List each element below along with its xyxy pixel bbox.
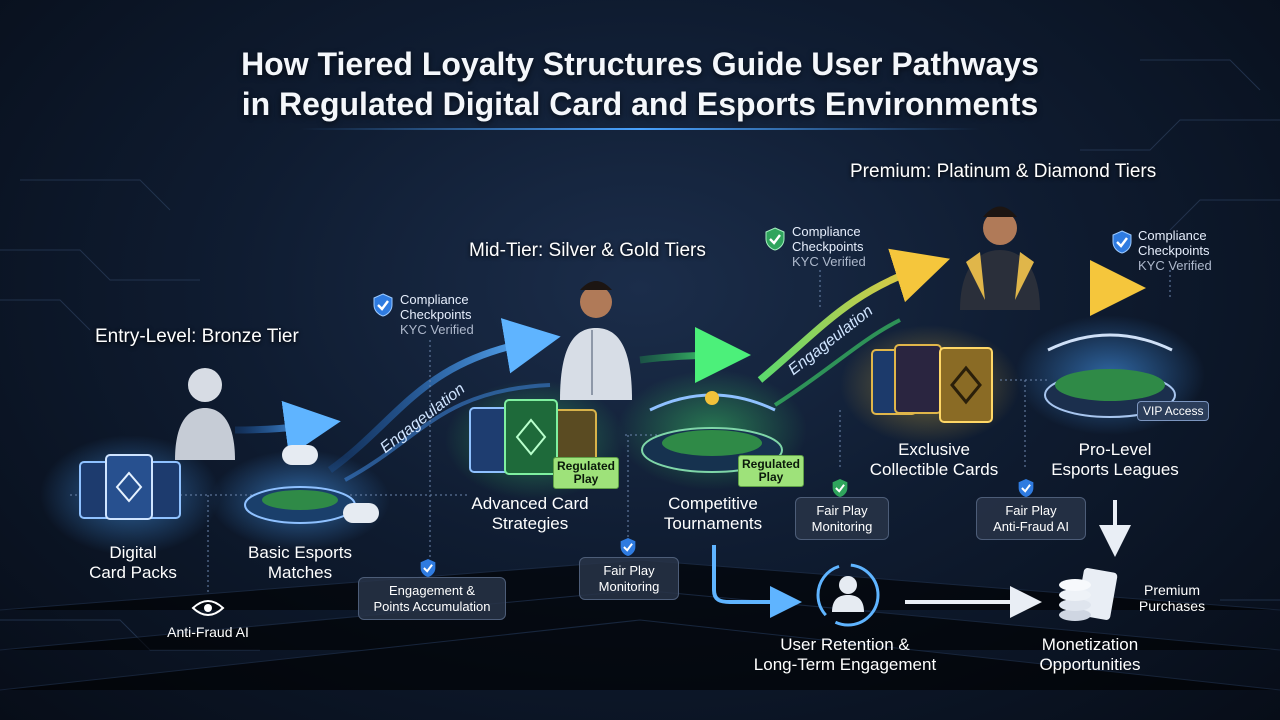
node-digital-card-packs-line-1: Digital bbox=[109, 543, 157, 562]
node-exclusive-collectible-cards: Exclusive Collectible Cards bbox=[858, 440, 1010, 480]
chip-fair-play-monitoring-1-line-2: Monitoring bbox=[598, 579, 660, 594]
shield-check-icon bbox=[420, 559, 436, 577]
node-pro-level-esports-leagues-line-2: Esports Leagues bbox=[1051, 460, 1179, 479]
chip-engagement-points-line-2: Points Accumulation bbox=[373, 599, 491, 614]
regulated-play-badge-1-line-1: Regulated bbox=[557, 459, 616, 473]
circuit-decoration bbox=[0, 59, 1280, 651]
regulated-play-badge-2-line-1: Regulated bbox=[742, 457, 801, 471]
exclusive-cards-icon bbox=[871, 344, 993, 423]
arrow-entry bbox=[234, 400, 341, 457]
node-pro-level-esports-leagues: Pro-Level Esports Leagues bbox=[1040, 440, 1190, 480]
node-user-retention-line-2: Long-Term Engagement bbox=[753, 655, 937, 674]
shield-check-icon bbox=[1018, 479, 1034, 497]
node-basic-esports: Basic Esports Matches bbox=[236, 543, 364, 583]
node-basic-esports-line-1: Basic Esports bbox=[248, 543, 352, 562]
arrow-mid bbox=[639, 327, 751, 384]
node-exclusive-collectible-cards-line-1: Exclusive bbox=[898, 440, 970, 459]
shield-check-icon bbox=[832, 479, 848, 497]
arrow-mid-to-premium bbox=[757, 248, 951, 383]
node-digital-card-packs: Digital Card Packs bbox=[70, 543, 196, 583]
regulated-play-badge-1-line-2: Play bbox=[573, 472, 599, 486]
node-digital-card-packs-line-2: Card Packs bbox=[89, 563, 177, 582]
arrow-entry-to-mid bbox=[327, 318, 561, 473]
regulated-play-badge-2: Regulated Play bbox=[738, 455, 805, 487]
node-advanced-card-strategies-line-1: Advanced Card bbox=[471, 494, 589, 513]
chip-fair-play-anti-fraud-line-2: Anti-Fraud AI bbox=[993, 519, 1069, 534]
node-competitive-tournaments-line-2: Tournaments bbox=[663, 514, 763, 533]
person-premium-icon bbox=[960, 206, 1040, 310]
node-competitive-tournaments-line-1: Competitive bbox=[668, 494, 758, 513]
shield-check-icon bbox=[765, 227, 785, 251]
node-monetization-line-2: Opportunities bbox=[1039, 655, 1141, 674]
compliance-checkpoint-2-sub: KYC Verified bbox=[792, 254, 866, 269]
advanced-cards-icon bbox=[469, 399, 597, 475]
compliance-checkpoint-3-line-2: Checkpoints bbox=[1138, 243, 1210, 258]
node-competitive-tournaments: Competitive Tournaments bbox=[650, 494, 776, 534]
compliance-checkpoint-2: Compliance Checkpoints KYC Verified bbox=[792, 224, 866, 269]
node-premium-purchases: Premium Purchases bbox=[1130, 582, 1214, 614]
card-pack-icon bbox=[79, 454, 181, 520]
compliance-checkpoint-2-line-1: Compliance bbox=[792, 224, 861, 239]
compliance-checkpoint-1-sub: KYC Verified bbox=[400, 322, 474, 337]
node-pro-level-esports-leagues-line-1: Pro-Level bbox=[1078, 440, 1152, 459]
shield-check-icon bbox=[620, 538, 636, 556]
retention-icon bbox=[816, 563, 880, 627]
floor-grid bbox=[0, 559, 1280, 691]
node-premium-purchases-line-1: Premium bbox=[1143, 582, 1200, 598]
stadium-basic-icon bbox=[244, 486, 356, 524]
compliance-checkpoint-3-sub: KYC Verified bbox=[1138, 258, 1212, 273]
chip-fair-play-monitoring-1: Fair Play Monitoring bbox=[579, 557, 679, 600]
shield-check-icon bbox=[373, 293, 393, 317]
node-monetization-line-1: Monetization bbox=[1041, 635, 1139, 654]
chip-fair-play-monitoring-2-line-1: Fair Play bbox=[816, 503, 868, 518]
chip-engagement-points-line-1: Engagement & bbox=[388, 583, 475, 598]
title-underline bbox=[300, 128, 980, 130]
compliance-checkpoint-3: Compliance Checkpoints KYC Verified bbox=[1138, 228, 1212, 273]
node-user-retention: User Retention & Long-Term Engagement bbox=[740, 635, 950, 675]
tier-label-mid: Mid-Tier: Silver & Gold Tiers bbox=[469, 240, 706, 261]
chip-fair-play-monitoring-2: Fair Play Monitoring bbox=[795, 497, 889, 540]
shield-check-icon bbox=[1112, 230, 1132, 254]
vip-access-badge: VIP Access bbox=[1137, 401, 1210, 421]
compliance-checkpoint-1-line-2: Checkpoints bbox=[400, 307, 472, 322]
person-entry-icon bbox=[175, 368, 235, 460]
arrow-mid-to-premium-2 bbox=[773, 318, 901, 407]
compliance-checkpoint-1-line-1: Compliance bbox=[400, 292, 469, 307]
compliance-checkpoint-2-line-2: Checkpoints bbox=[792, 239, 864, 254]
chip-engagement-points: Engagement & Points Accumulation bbox=[358, 577, 506, 620]
compliance-checkpoint-1: Compliance Checkpoints KYC Verified bbox=[400, 292, 474, 337]
chip-fair-play-anti-fraud-line-1: Fair Play bbox=[1005, 503, 1057, 518]
node-monetization: Monetization Opportunities bbox=[1020, 635, 1160, 675]
tier-label-premium: Premium: Platinum & Diamond Tiers bbox=[850, 161, 1157, 182]
coins-card-icon bbox=[1059, 568, 1118, 621]
title-line-1: How Tiered Loyalty Structures Guide User… bbox=[241, 46, 1039, 82]
chip-fair-play-monitoring-1-line-1: Fair Play bbox=[603, 563, 655, 578]
node-premium-purchases-line-2: Purchases bbox=[1138, 598, 1206, 614]
node-basic-esports-line-2: Matches bbox=[267, 563, 333, 582]
page-title: How Tiered Loyalty Structures Guide User… bbox=[0, 44, 1280, 124]
person-mid-icon bbox=[560, 281, 632, 400]
arrow-entry-to-mid-2 bbox=[344, 383, 551, 482]
node-exclusive-collectible-cards-line-2: Collectible Cards bbox=[869, 460, 999, 479]
anti-fraud-ai-label: Anti-Fraud AI bbox=[167, 624, 249, 640]
node-user-retention-line-1: User Retention & bbox=[780, 635, 910, 654]
arrow-tournaments-to-retention bbox=[712, 545, 802, 618]
tier-label-entry: Entry-Level: Bronze Tier bbox=[95, 326, 299, 347]
title-line-2: in Regulated Digital Card and Esports En… bbox=[241, 86, 1039, 122]
node-advanced-card-strategies-line-2: Strategies bbox=[491, 514, 569, 533]
eye-icon bbox=[191, 600, 225, 616]
chip-fair-play-anti-fraud: Fair Play Anti-Fraud AI bbox=[976, 497, 1086, 540]
regulated-play-badge-2-line-2: Play bbox=[758, 470, 784, 484]
compliance-checkpoint-3-line-1: Compliance bbox=[1138, 228, 1207, 243]
chip-fair-play-monitoring-2-line-2: Monitoring bbox=[811, 519, 873, 534]
regulated-play-badge-1: Regulated Play bbox=[553, 457, 620, 489]
gamepad-icon bbox=[282, 445, 379, 523]
node-advanced-card-strategies: Advanced Card Strategies bbox=[458, 494, 602, 534]
